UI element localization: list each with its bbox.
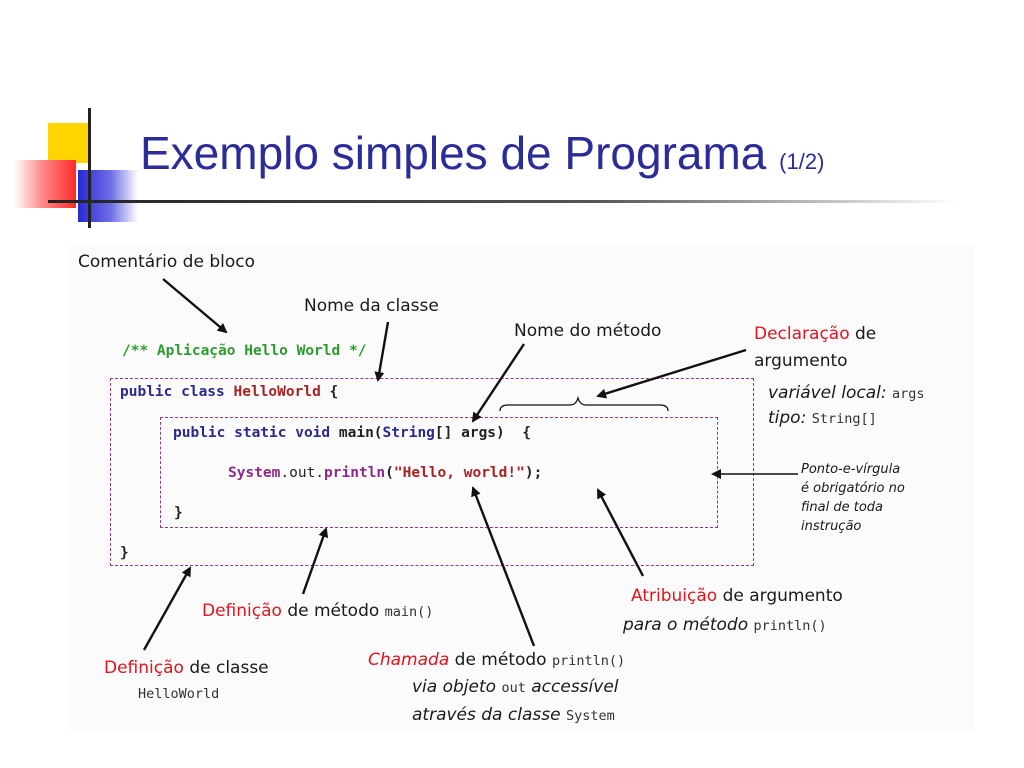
label-arg-declaration-2: argumento <box>754 351 848 371</box>
label-text: para o método <box>623 615 749 635</box>
label-class-definition-code: HelloWorld <box>138 686 220 702</box>
label-code: println() <box>753 618 827 634</box>
code-outer-close: } <box>120 545 129 561</box>
code-system: System <box>228 465 281 481</box>
label-text: variável local: <box>768 383 887 403</box>
decor-vertical-line <box>88 108 91 228</box>
label-method-call: Chamada de método println() <box>368 650 625 670</box>
label-local-var: variável local: args <box>768 383 925 403</box>
label-text: accessível <box>531 677 619 697</box>
label-method-call-2: via objeto out accessível <box>412 677 619 697</box>
label-red: Declaração <box>754 324 850 344</box>
label-method-definition: Definição de método main() <box>202 601 433 621</box>
code-type: String <box>382 425 435 441</box>
title-underline <box>48 200 958 203</box>
code-keyword: public static void <box>173 425 331 441</box>
code-paren: ( <box>373 425 383 441</box>
label-semicolon-4: instrução <box>801 519 862 534</box>
label-arg-assignment: Atribuição de argumento <box>631 586 843 606</box>
label-text: de <box>855 324 877 344</box>
label-text: de método <box>287 601 380 621</box>
label-semicolon-3: final de toda <box>801 500 883 515</box>
label-text: via objeto <box>412 677 497 697</box>
arrow-method-name <box>471 343 526 423</box>
label-text: através da classe <box>412 705 561 725</box>
label-class-definition: Definição de classe <box>104 658 269 678</box>
label-text: de argumento <box>722 586 843 606</box>
label-code: args <box>892 386 925 402</box>
label-code: String[] <box>811 411 877 427</box>
code-out: .out. <box>280 465 325 481</box>
label-method-call-3: através da classe System <box>412 705 615 725</box>
arrow-class-definition <box>142 566 192 651</box>
code-line-main: public static void main(String[] args) { <box>173 425 531 441</box>
code-method-name: main <box>338 425 374 441</box>
label-red: Definição <box>104 658 184 678</box>
label-semicolon-2: é obrigatório no <box>801 481 905 496</box>
label-code: main() <box>384 604 434 620</box>
label-code: println() <box>552 653 626 669</box>
decor-yellow-square <box>48 123 88 163</box>
code-string: "Hello, world!" <box>393 465 525 481</box>
code-semicolon: ); <box>524 465 543 481</box>
code-diagram: /** Aplicação Hello World */ public clas… <box>68 246 974 730</box>
annotation-arrows <box>142 278 798 651</box>
code-line-println: System.out.println("Hello, world!"); <box>228 465 542 481</box>
title-text: Exemplo simples de Programa <box>140 127 767 179</box>
label-text: de classe <box>189 658 269 678</box>
label-text: tipo: <box>768 408 807 428</box>
arrow-arg-declaration <box>596 348 747 399</box>
arrow-method-call <box>471 486 536 647</box>
label-arg-declaration: Declaração de <box>754 324 876 344</box>
code-comment: /** Aplicação Hello World */ <box>122 343 367 359</box>
code-println: println <box>324 465 386 481</box>
slide-title: Exemplo simples de Programa (1/2) <box>140 126 824 180</box>
label-class-name: Nome da classe <box>304 296 439 316</box>
label-red: Atribuição <box>631 586 718 606</box>
label-method-name: Nome do método <box>514 321 662 341</box>
code-args: [] args) <box>434 425 505 441</box>
arrow-arg-assignment <box>596 488 645 577</box>
label-red: Definição <box>202 601 282 621</box>
code-keyword: public class <box>120 384 225 400</box>
args-brace <box>499 395 669 412</box>
label-type: tipo: String[] <box>768 408 877 428</box>
label-code: out <box>501 680 526 696</box>
class-box <box>110 378 754 566</box>
decor-blue-square <box>78 170 138 222</box>
label-semicolon-1: Ponto-e-vírgula <box>801 462 901 477</box>
label-arg-assignment-2: para o método println() <box>623 615 827 635</box>
title-suffix: (1/2) <box>779 149 825 174</box>
arrow-method-definition <box>301 527 329 595</box>
code-inner-close: } <box>174 505 183 521</box>
arrow-block-comment <box>162 278 228 334</box>
code-class-name: HelloWorld <box>233 384 321 400</box>
label-block-comment: Comentário de bloco <box>78 252 255 272</box>
code-brace: { <box>329 384 339 400</box>
label-text: de método <box>454 650 547 670</box>
arrow-class-name <box>374 321 390 382</box>
code-line-class: public class HelloWorld { <box>120 384 338 400</box>
label-code: System <box>565 708 615 724</box>
code-brace: { <box>522 425 531 441</box>
code-paren: ( <box>385 465 394 481</box>
label-red: Chamada <box>368 650 450 670</box>
